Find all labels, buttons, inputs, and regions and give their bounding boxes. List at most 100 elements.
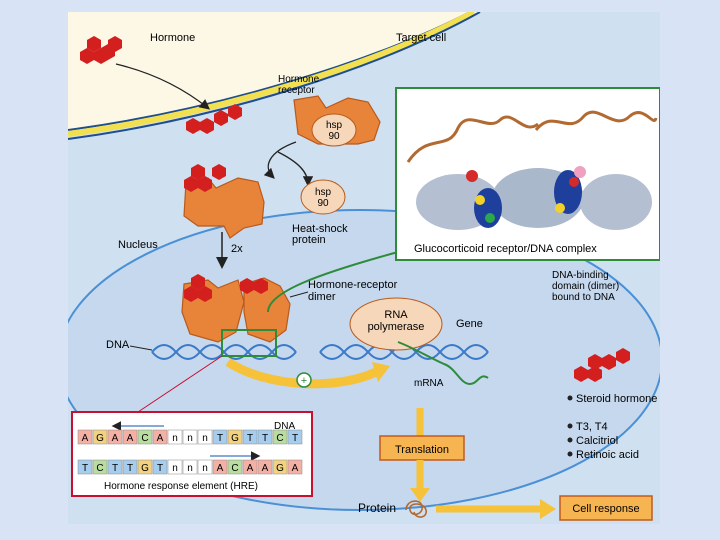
two-x-label: 2x (231, 243, 243, 255)
hsp-free-label-2: 90 (317, 198, 329, 209)
legend-item-retinoic: Retinoic acid (576, 449, 639, 461)
hsp90-free (300, 179, 346, 215)
hre-base-letter: G (231, 433, 239, 444)
rna-pol-label-2: polymerase (368, 321, 425, 333)
mrna-strand (397, 341, 489, 386)
translation-arrowhead (410, 488, 430, 502)
hre-base-cell (77, 429, 93, 445)
activation-arrowhead (372, 362, 390, 382)
hre-base-cell (257, 459, 273, 475)
cell-response-box (559, 495, 653, 521)
hre-caption: Hormone response element (HRE) (104, 481, 258, 492)
hre-base-cell (257, 429, 273, 445)
dna-label-pointer (129, 345, 153, 351)
hre-base-letter: A (157, 433, 164, 444)
hre-base-letter: T (217, 433, 223, 444)
hre-base-letter: G (96, 433, 104, 444)
dimer-to-complex-line (267, 251, 399, 313)
protein-coil-icon (405, 500, 427, 518)
hre-base-letter: T (247, 433, 253, 444)
figure-panel: Hormone Target cell Hormone receptor hsp… (68, 12, 660, 524)
entry-arrow (115, 63, 211, 110)
complex-caption: Glucocorticoid receptor/DNA complex (414, 243, 597, 255)
hormone-approaching-icon (186, 104, 242, 134)
hre-dna-label: DNA (274, 421, 295, 432)
protein-label: Protein (358, 501, 396, 515)
hre-base-cell (137, 459, 153, 475)
dimer-pointer (289, 291, 309, 298)
nucleus-label: Nucleus (118, 239, 158, 251)
hre-base-cell (242, 429, 258, 445)
hre-base-cell (287, 429, 303, 445)
hre-base-letter: T (157, 463, 163, 474)
hre-base-letter: A (262, 463, 269, 474)
hre-base-letter: T (292, 433, 298, 444)
translation-box (379, 435, 465, 461)
hsp-free-label-1: hsp (315, 187, 332, 198)
hre-base-cell (92, 429, 108, 445)
dna-binding-label-1: DNA-binding (552, 270, 609, 281)
hsp-bound-label-2: 90 (328, 131, 340, 142)
hormone-receptor-label-1: Hormone (278, 74, 320, 85)
hre-inset (71, 411, 313, 497)
complex-hormone-icon (184, 164, 226, 192)
response-arrowhead (540, 499, 556, 519)
hre-base-cell (77, 459, 93, 475)
cell-membrane-inner (68, 12, 481, 140)
hre-base-cell (122, 429, 138, 445)
legend-hormone-icon (574, 348, 630, 382)
cell-membrane-yellow (68, 12, 476, 137)
hre-base-cell (167, 459, 183, 475)
legend-item-calcitriol: Calcitriol (576, 435, 618, 447)
hormone-receptor-complex (183, 177, 265, 239)
dna-binding-label-3: bound to DNA (552, 292, 615, 303)
gene-label: Gene (456, 318, 483, 330)
dimer-label-2: dimer (308, 291, 336, 303)
rna-pol-label-1: RNA (384, 309, 408, 321)
protein-ribbon (406, 110, 658, 163)
hre-base-letter: C (276, 433, 283, 444)
hre-base-letter: C (231, 463, 238, 474)
hre-base-letter: A (112, 433, 119, 444)
hre-base-letter: n (172, 433, 178, 444)
hre-base-cell (197, 459, 213, 475)
hre-base-letter: n (187, 463, 193, 474)
translation-label: Translation (395, 444, 449, 456)
hre-base-cell (137, 429, 153, 445)
hre-base-cell (272, 429, 288, 445)
hre-connector (137, 355, 223, 413)
hre-base-cell (92, 459, 108, 475)
hre-base-cell (107, 459, 123, 475)
hormone-label: Hormone (150, 32, 195, 44)
hre-base-cell (182, 459, 198, 475)
hre-base-cell (152, 459, 168, 475)
hre-base-letter: n (202, 463, 208, 474)
hre-base-letter: A (292, 463, 299, 474)
dna-label: DNA (106, 339, 130, 351)
hre-base-letter: n (187, 433, 193, 444)
plus-label: + (301, 375, 307, 387)
rna-polymerase (349, 297, 443, 351)
dna-binding-label-2: domain (dimer) (552, 281, 619, 292)
hre-base-cell (242, 459, 258, 475)
heat-shock-label-2: protein (292, 234, 326, 246)
cell-response-label: Cell response (572, 503, 639, 515)
target-cell-label: Target cell (396, 32, 446, 44)
mrna-label: mRNA (414, 378, 444, 389)
hre-base-letter: A (217, 463, 224, 474)
hre-base-letter: C (96, 463, 103, 474)
hre-base-cell (227, 429, 243, 445)
hre-base-cell (212, 429, 228, 445)
legend-list: Steroid hormone T3, T4 Calcitriol Retino… (567, 393, 657, 461)
hre-base-letter: n (202, 433, 208, 444)
plus-circle (296, 372, 312, 388)
hre-base-cell (152, 429, 168, 445)
hre-base-letter: T (82, 463, 88, 474)
hre-base-letter: n (172, 463, 178, 474)
dissociation-arrow (263, 141, 297, 179)
hre-base-cell (122, 459, 138, 475)
free-hormone-icon (80, 36, 122, 64)
dimer-label-1: Hormone-receptor (308, 279, 398, 291)
